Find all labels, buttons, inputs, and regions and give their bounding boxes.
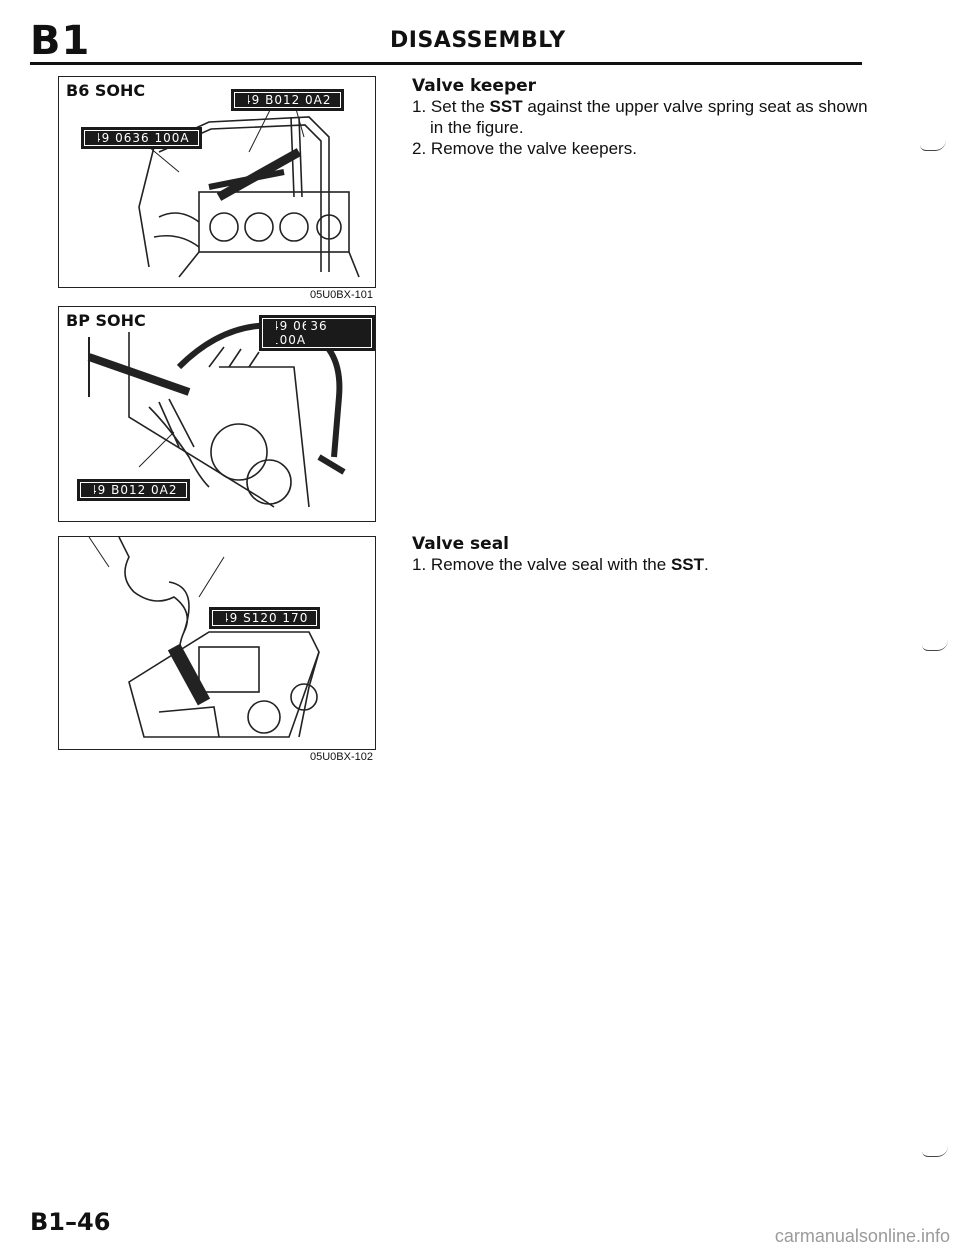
step-text: Set the [430,97,490,116]
step-item: 1. Remove the valve seal with the SST. [412,554,709,575]
step-text: Remove the valve keepers. [430,139,637,158]
tool-tag: 49 B012 0A2 [77,479,190,501]
margin-mark [922,1146,948,1157]
step-item: 2. Remove the valve keepers. [412,138,637,159]
header-rule [30,62,862,65]
step-number: 2. [412,139,427,158]
step-emphasis: SST [489,97,523,116]
section-heading-valve-keeper: Valve keeper [412,76,537,96]
figure-code: 05U0BX-101 [310,289,373,301]
step-item: 1. Set the SST against the upper valve s… [412,96,882,117]
figure-bp-sohc: BP SOHC 49 0636 100A 49 B012 0A2 05U0BX-… [58,289,376,522]
tool-tag: 49 B012 0A2 [231,89,344,111]
margin-mark [922,640,948,651]
tool-tag: 49 0636 100A [259,315,375,351]
valve-seal-removal-illustration [88,537,320,738]
figure-code: 05U0BX-102 [310,751,373,763]
step-number: 1. [412,555,427,574]
margin-mark [920,140,946,151]
figure-label: B6 SOHC [66,81,146,100]
step-text: against the upper valve spring seat as s… [522,97,868,116]
tool-tag: 49 S120 170 [209,607,321,629]
step-text: Remove the valve seal with the [430,555,671,574]
page-number: B1–46 [30,1208,111,1236]
step-number: 1. [412,97,427,116]
section-code: B1 [30,18,91,64]
figure-valve-seal: 49 S120 170 05U0BX-102 [58,536,376,763]
section-title: DISASSEMBLY [390,28,566,53]
step-text: . [704,555,709,574]
step-emphasis: SST [670,555,704,574]
section-heading-valve-seal: Valve seal [412,534,510,554]
tool-tag: 49 0636 100A [81,127,202,149]
figure-b6-sohc: B6 SOHC 49 B012 0A2 49 0636 100A [58,76,376,288]
watermark-text: carmanualsonline.info [774,1226,950,1246]
step-continuation: in the figure. [430,118,524,137]
figure-label: BP SOHC [66,311,146,330]
